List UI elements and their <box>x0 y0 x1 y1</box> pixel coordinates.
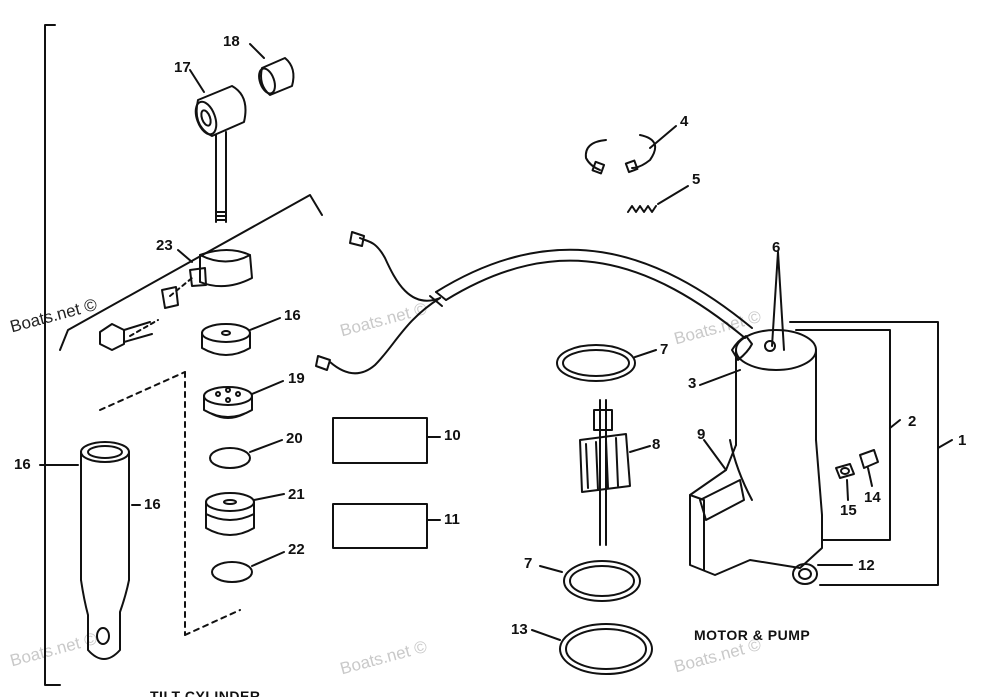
callout-23: 23 <box>156 237 173 254</box>
callout-6: 6 <box>772 239 781 256</box>
callout-1: 1 <box>958 432 967 449</box>
callout-15: 15 <box>840 502 857 519</box>
assembly-bracket-left <box>44 24 61 686</box>
o-ring-part-7-bottom <box>539 560 641 602</box>
callout-7-bottom: 7 <box>524 555 533 572</box>
callout-12: 12 <box>858 557 875 574</box>
spring-part-5 <box>627 185 689 213</box>
callout-16-cylinder: 16 <box>144 496 161 513</box>
callout-10: 10 <box>444 427 461 444</box>
o-ring-part-7-top <box>556 344 657 382</box>
armature-part-8 <box>579 399 651 546</box>
tilt-cylinder-part-16 <box>39 441 141 660</box>
callout-3: 3 <box>688 375 697 392</box>
wiring-harness <box>315 231 753 375</box>
pin-part-17 <box>189 69 247 223</box>
o-ring-part-22 <box>211 551 285 583</box>
bracket-part-2 <box>795 329 901 541</box>
piston-part-19 <box>203 380 284 419</box>
callout-19: 19 <box>288 370 305 387</box>
decal-part-10 <box>332 417 441 464</box>
callout-16-disk: 16 <box>284 307 301 324</box>
bolt-part <box>99 319 159 351</box>
disk-part-16 <box>201 317 281 356</box>
callout-13: 13 <box>511 621 528 638</box>
motor-pump-part-2 <box>689 329 853 585</box>
callout-21: 21 <box>288 486 305 503</box>
callout-18: 18 <box>223 33 240 50</box>
callout-11: 11 <box>444 511 460 528</box>
assembly-dashed-lines <box>99 371 241 636</box>
o-ring-part-13 <box>531 623 653 675</box>
callout-17: 17 <box>174 59 191 76</box>
callout-8: 8 <box>652 436 661 453</box>
fitting-part-14 <box>859 449 879 487</box>
callout-22: 22 <box>288 541 305 558</box>
caption-tilt-cylinder: TILT CYLINDER <box>150 688 261 697</box>
bushing-part-18 <box>249 43 295 96</box>
nut-part-15 <box>835 463 855 501</box>
callout-20: 20 <box>286 430 303 447</box>
caption-motor-pump: MOTOR & PUMP <box>694 627 811 643</box>
callout-16-left: 16 <box>14 456 31 473</box>
bracket-part-1 <box>789 321 953 586</box>
callout-14: 14 <box>864 489 881 506</box>
callout-9: 9 <box>697 426 706 443</box>
clamp-bracket-23 <box>59 194 323 351</box>
callout-5: 5 <box>692 171 701 188</box>
decal-part-11 <box>332 503 441 549</box>
clip-part-4 <box>584 125 677 175</box>
leader-part-6 <box>771 251 785 351</box>
o-ring-part-20 <box>209 439 283 469</box>
callout-7-top: 7 <box>660 341 669 358</box>
piston-part-21 <box>205 492 285 536</box>
callout-4: 4 <box>680 113 689 130</box>
callout-2: 2 <box>908 413 917 430</box>
